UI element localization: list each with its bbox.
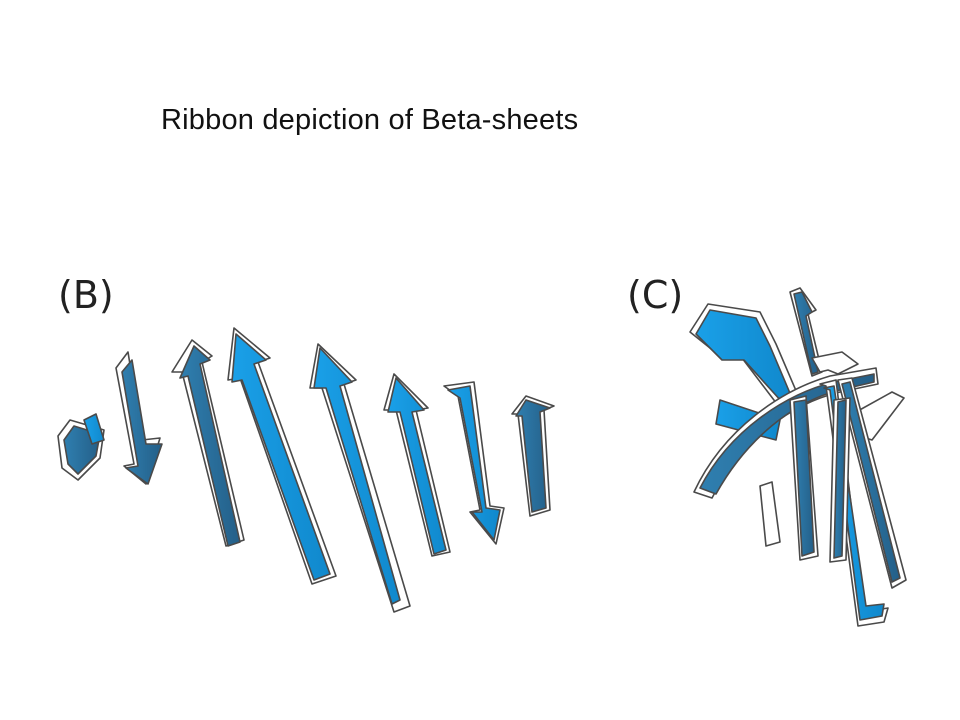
strand-b3 [171,339,245,547]
strand-c7 [789,395,819,561]
strand-b2 [115,351,163,485]
strand-b4 [227,327,337,585]
strand-c10 [811,351,859,375]
strand-c2 [789,287,823,377]
strand-c11 [829,397,851,563]
strand-b7 [443,381,505,545]
strand-c5 [693,367,879,499]
strand-b1 [57,413,105,481]
panel-label-c: (C) [627,273,684,317]
strand-b8 [511,395,555,517]
strand-b6 [383,373,451,557]
strand-b5 [309,343,411,613]
panel-b-strands [57,327,555,613]
strand-c9 [837,377,907,589]
panel-label-b: (B) [58,273,114,317]
slide-title: Ribbon depiction of Beta-sheets [161,104,579,136]
panel-c-strands [689,287,907,627]
strand-c6 [759,481,781,547]
strand-c1 [689,303,801,409]
